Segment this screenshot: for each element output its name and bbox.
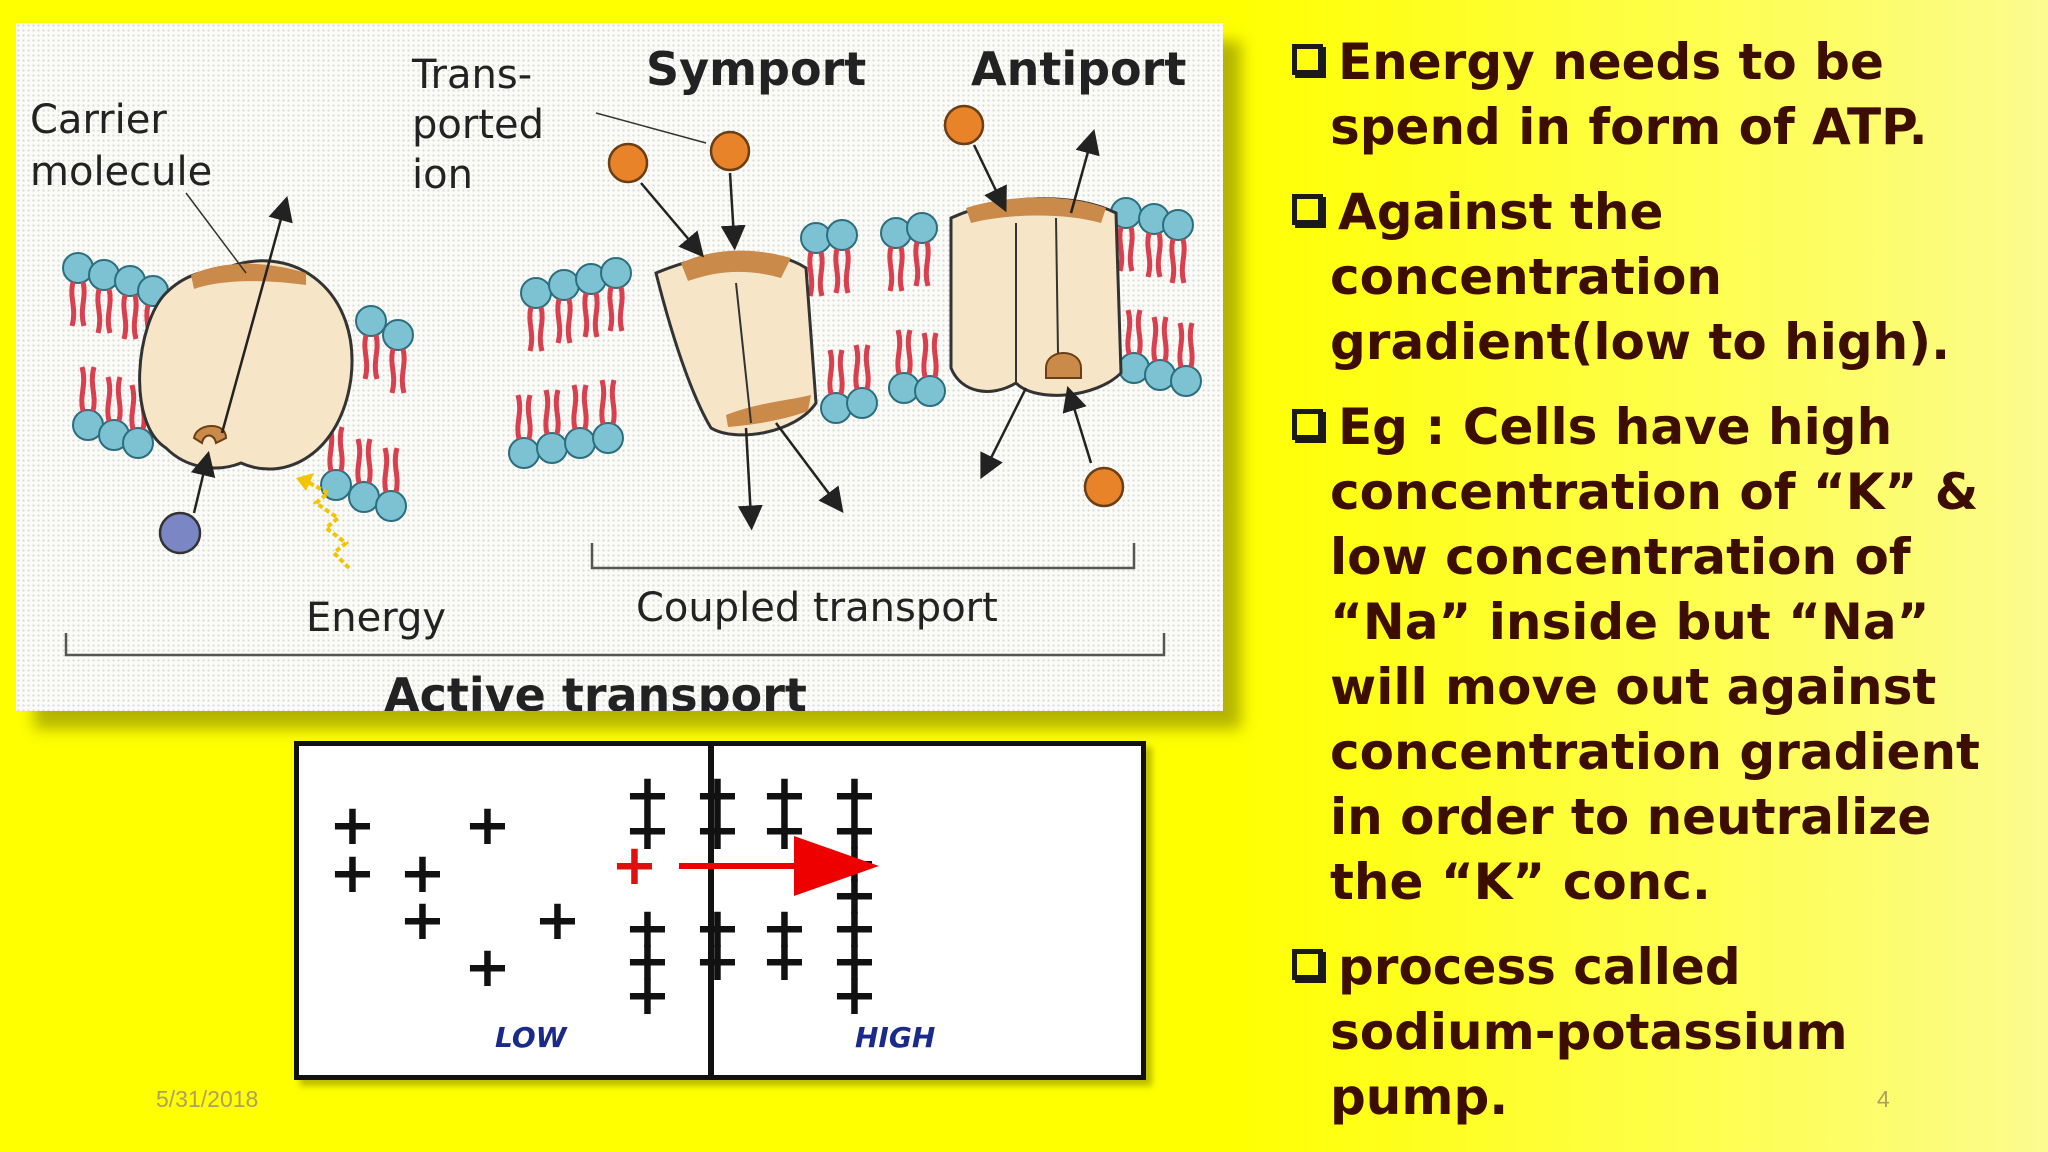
bullet-item-1: Energy needs to be spend in form of ATP. xyxy=(1292,30,2008,160)
bullet-3-text: concentration of “K” & low concentration… xyxy=(1330,463,1980,911)
concentration-figure: +++++++++++++++++++++++++++ LOW HIGH + xyxy=(294,741,1146,1080)
bullet-4-text: sodium-potassium pump. xyxy=(1330,1003,1848,1126)
bullet-item-3: Eg : Cells have high concentration of “K… xyxy=(1292,395,2008,915)
bullet-2-text: concentration gradient(low to high). xyxy=(1330,248,1951,371)
moving-plus-ion: + xyxy=(611,833,658,898)
bullet-1-head: Energy needs to be xyxy=(1338,33,1884,91)
carrier-pointer xyxy=(185,192,247,274)
label-energy: Energy xyxy=(306,595,446,641)
plus-ion: + xyxy=(694,763,741,828)
label-molecule: molecule xyxy=(30,149,212,195)
checkbox-bullet-icon xyxy=(1292,44,1323,75)
symport-protein xyxy=(654,250,818,437)
arrow-symport-out-1 xyxy=(737,427,763,531)
label-symport: Symport xyxy=(646,42,866,96)
plus-ion: + xyxy=(464,935,511,1000)
plus-ion: + xyxy=(329,793,376,858)
label-low: LOW xyxy=(495,1021,568,1054)
plus-ion: + xyxy=(624,763,671,828)
plus-ion: + xyxy=(831,929,878,994)
plus-ion: + xyxy=(329,841,376,906)
plus-ion: + xyxy=(694,798,741,863)
checkbox-bullet-icon xyxy=(1292,949,1323,980)
checkbox-bullet-icon xyxy=(1292,194,1323,225)
plus-ion: + xyxy=(624,963,671,1028)
arrow-symport-2 xyxy=(720,172,746,251)
ion-arrow-left xyxy=(190,450,216,514)
arrow-symport-out-2 xyxy=(775,422,844,513)
active-transport-figure: Carrier molecule Trans- ported ion Sympo… xyxy=(16,23,1223,722)
plus-ion: + xyxy=(464,793,511,858)
label-coupled-transport: Coupled transport xyxy=(636,585,998,631)
ion-symport-2 xyxy=(709,130,751,172)
plus-ion: + xyxy=(694,896,741,961)
ion-symport-1 xyxy=(607,142,649,184)
ion-antiport-2 xyxy=(1083,466,1125,508)
plus-ion: + xyxy=(761,929,808,994)
plus-ion: + xyxy=(831,763,878,828)
plus-ion: + xyxy=(624,896,671,961)
arrow-antiport-in xyxy=(972,144,1007,213)
plus-ion: + xyxy=(399,841,446,906)
ion-antiport-1 xyxy=(943,104,985,146)
arrow-antiport-up xyxy=(1069,128,1100,214)
label-ported: ported xyxy=(412,102,544,148)
ion-plus-group: +++++++++++++++++++++++++++ xyxy=(329,763,878,1028)
bullet-3-head: Eg : Cells have high xyxy=(1338,398,1893,456)
label-carrier: Carrier xyxy=(30,97,167,143)
arrow-antiport-down xyxy=(980,387,1028,480)
plus-ion: + xyxy=(831,963,878,1028)
plus-ion: + xyxy=(624,798,671,863)
bullet-2-head: Against the xyxy=(1338,183,1664,241)
slide-page-number: 4 xyxy=(1877,1086,1890,1112)
concentration-diagram: +++++++++++++++++++++++++++ LOW HIGH + xyxy=(329,746,935,1075)
bullet-list: Energy needs to be spend in form of ATP.… xyxy=(1292,30,2008,1150)
carrier-protein xyxy=(138,195,354,471)
arrow-symport-1 xyxy=(640,182,705,258)
slide-date: 5/31/2018 xyxy=(156,1086,259,1112)
bullet-1-text: spend in form of ATP. xyxy=(1330,98,1928,156)
movement-arrow-head xyxy=(794,836,879,896)
bullet-item-2: Against the concentration gradient(low t… xyxy=(1292,180,2008,375)
blue-ion xyxy=(158,511,202,555)
label-antiport: Antiport xyxy=(971,42,1186,96)
plus-ion: + xyxy=(761,763,808,828)
plus-ion: + xyxy=(534,888,581,953)
bullet-item-4: process called sodium-potassium pump. xyxy=(1292,935,2008,1130)
plus-ion: + xyxy=(694,929,741,994)
plus-ion: + xyxy=(399,888,446,953)
transported-ion-pointer xyxy=(595,112,707,144)
label-active-transport: Active transport xyxy=(384,668,807,711)
energy-arrowhead xyxy=(296,473,314,491)
plus-ion: + xyxy=(624,929,671,994)
label-high: HIGH xyxy=(855,1021,935,1054)
antiport-protein xyxy=(949,197,1123,397)
plus-ion: + xyxy=(761,896,808,961)
label-ion: ion xyxy=(412,152,473,198)
label-trans: Trans- xyxy=(411,52,532,98)
checkbox-bullet-icon xyxy=(1292,409,1323,440)
active-bracket xyxy=(64,633,1166,657)
plus-ion: + xyxy=(831,896,878,961)
coupled-bracket xyxy=(590,543,1136,570)
bullet-4-head: process called xyxy=(1338,938,1741,996)
arrow-antiport-ion xyxy=(1062,386,1093,464)
active-transport-diagram: Carrier molecule Trans- ported ion Sympo… xyxy=(30,42,1223,722)
